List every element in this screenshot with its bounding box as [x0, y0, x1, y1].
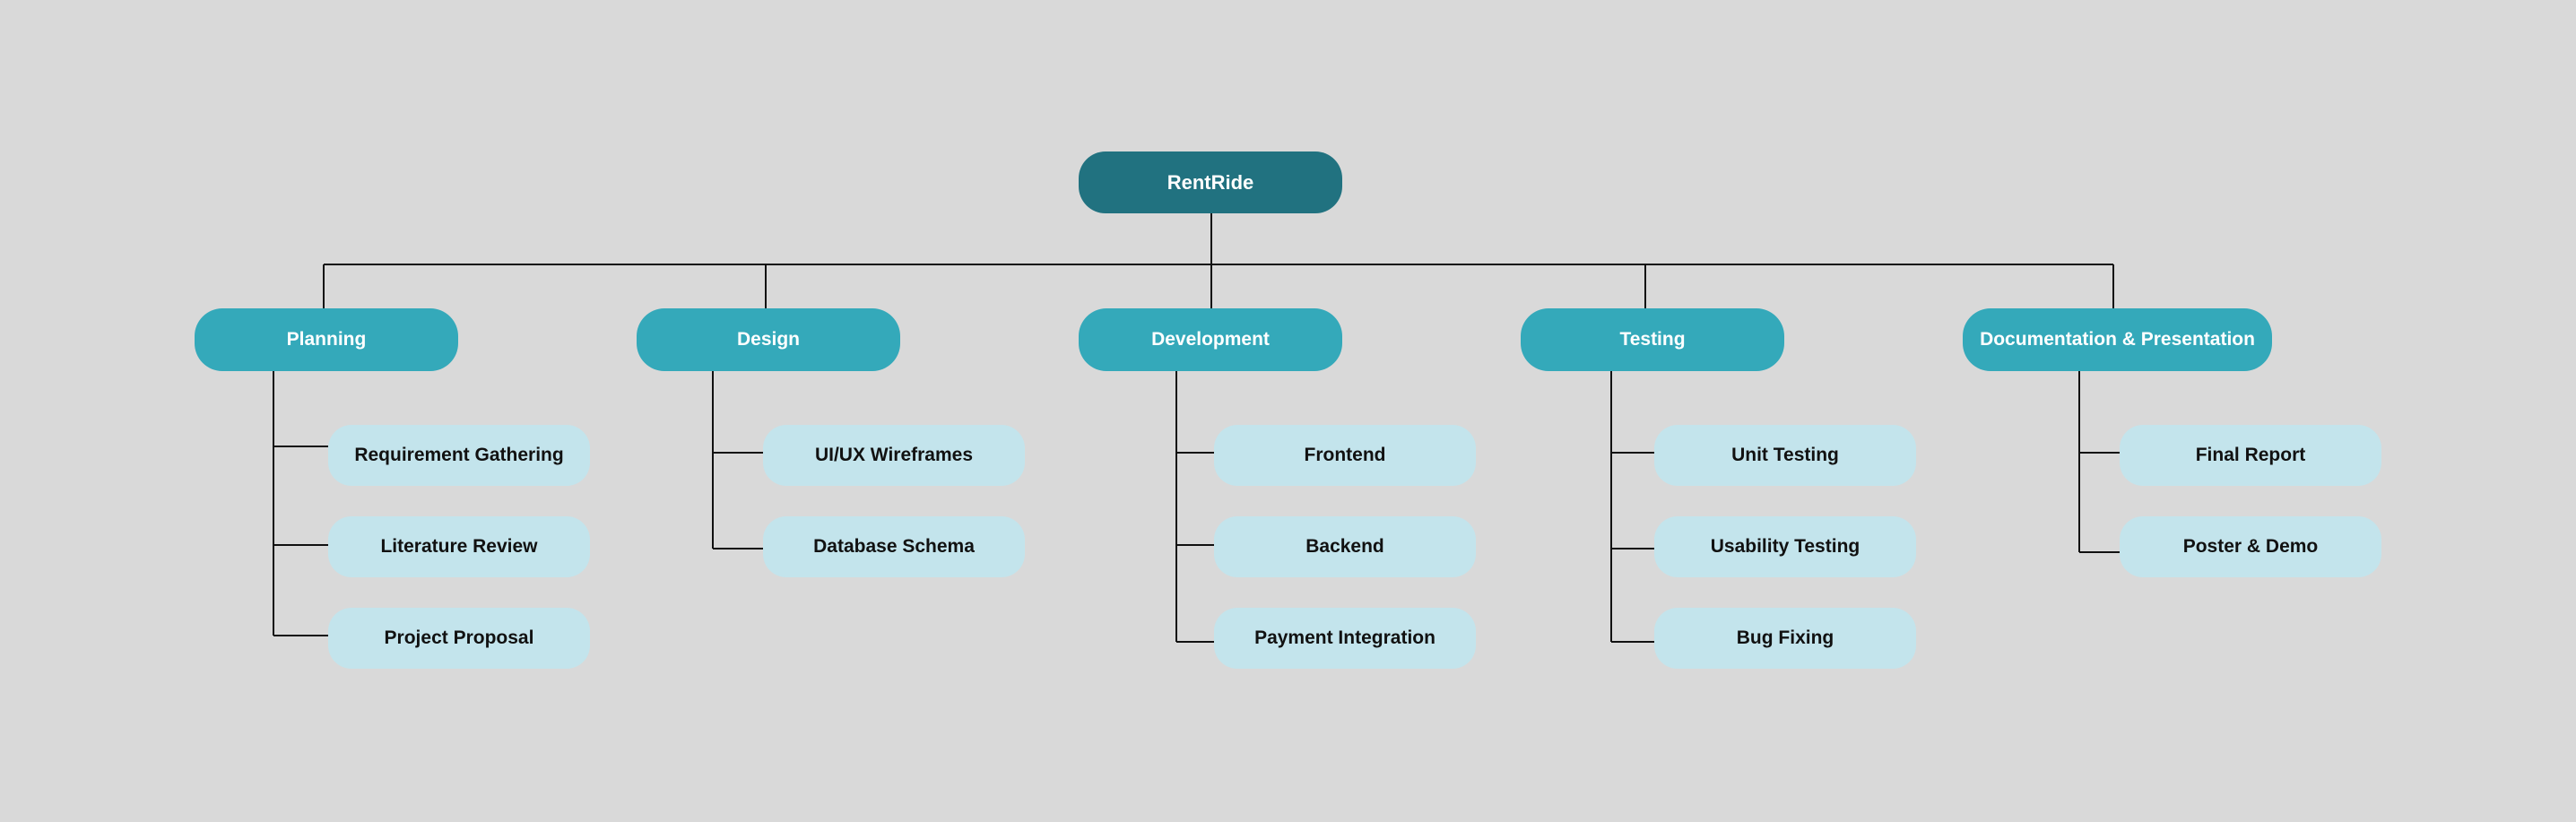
task-literature-review: Literature Review — [328, 516, 590, 577]
phase-documentation-presentation: Documentation & Presentation — [1963, 308, 2272, 371]
phase-design: Design — [637, 308, 900, 371]
task-bug-fixing: Bug Fixing — [1654, 608, 1916, 669]
task-final-report: Final Report — [2120, 425, 2381, 486]
phase-testing: Testing — [1521, 308, 1784, 371]
task-database-schema: Database Schema — [763, 516, 1025, 577]
task-poster-demo: Poster & Demo — [2120, 516, 2381, 577]
task-unit-testing: Unit Testing — [1654, 425, 1916, 486]
task-usability-testing: Usability Testing — [1654, 516, 1916, 577]
task-ui-ux-wireframes: UI/UX Wireframes — [763, 425, 1025, 486]
phase-planning: Planning — [195, 308, 458, 371]
phase-development: Development — [1079, 308, 1342, 371]
task-requirement-gathering: Requirement Gathering — [328, 425, 590, 486]
task-frontend: Frontend — [1214, 425, 1476, 486]
task-payment-integration: Payment Integration — [1214, 608, 1476, 669]
root-node: RentRide — [1079, 151, 1342, 213]
task-backend: Backend — [1214, 516, 1476, 577]
task-project-proposal: Project Proposal — [328, 608, 590, 669]
